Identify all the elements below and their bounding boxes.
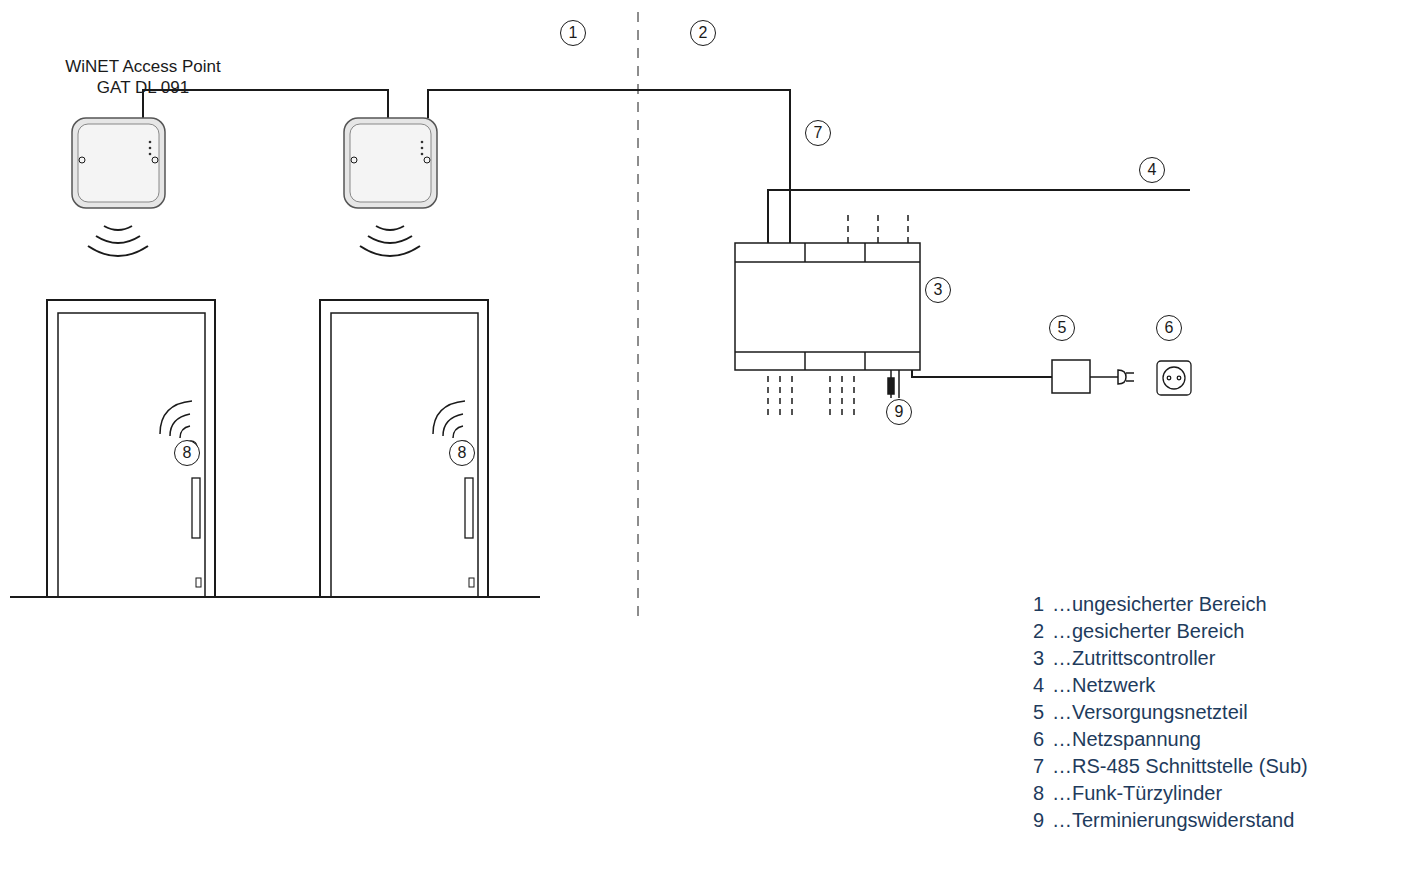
legend-number: 3 [1033, 646, 1044, 670]
device-title: WiNET Access Point GAT DL 091 [56, 56, 231, 98]
legend-text: …Zutrittscontroller [1052, 646, 1215, 670]
door [320, 300, 488, 597]
power-wire [912, 370, 1052, 377]
callout-number: 2 [690, 20, 716, 46]
wall-socket [1157, 361, 1191, 395]
callout-number: 5 [1049, 315, 1075, 341]
network-wire [768, 190, 1190, 243]
legend-text: …Netzspannung [1052, 727, 1201, 751]
mains-plug [1090, 370, 1134, 384]
radio-waves [88, 226, 420, 256]
access-controller [735, 243, 920, 370]
legend-number: 4 [1033, 673, 1044, 697]
callout-number: 3 [925, 277, 951, 303]
legend-number: 5 [1033, 700, 1044, 724]
callout-number: 1 [560, 20, 586, 46]
resistor-symbol [888, 370, 899, 398]
callout-number: 4 [1139, 157, 1165, 183]
callout-number: 6 [1156, 315, 1182, 341]
callout-number: 7 [805, 120, 831, 146]
legend-text: …ungesicherter Bereich [1052, 592, 1267, 616]
legend-text: …RS-485 Schnittstelle (Sub) [1052, 754, 1308, 778]
terminal-wires [768, 215, 908, 420]
callout-number: 8 [174, 440, 200, 466]
floor-line [10, 596, 540, 598]
legend-number: 1 [1033, 592, 1044, 616]
door [47, 300, 215, 597]
legend-number: 9 [1033, 808, 1044, 832]
rs485-wire [428, 90, 790, 243]
legend-text: …gesicherter Bereich [1052, 619, 1244, 643]
legend-text: …Versorgungsnetzteil [1052, 700, 1248, 724]
legend-number: 2 [1033, 619, 1044, 643]
power-supply [1052, 360, 1090, 393]
legend-text: …Netzwerk [1052, 673, 1155, 697]
access-point [344, 118, 437, 208]
callout-number: 9 [886, 399, 912, 425]
legend-text: …Terminierungswiderstand [1052, 808, 1294, 832]
callout-number: 8 [449, 440, 475, 466]
legend-number: 7 [1033, 754, 1044, 778]
legend-number: 6 [1033, 727, 1044, 751]
area-divider [638, 12, 639, 622]
legend-text: …Funk-Türzylinder [1052, 781, 1222, 805]
access-point [72, 118, 165, 208]
legend-number: 8 [1033, 781, 1044, 805]
